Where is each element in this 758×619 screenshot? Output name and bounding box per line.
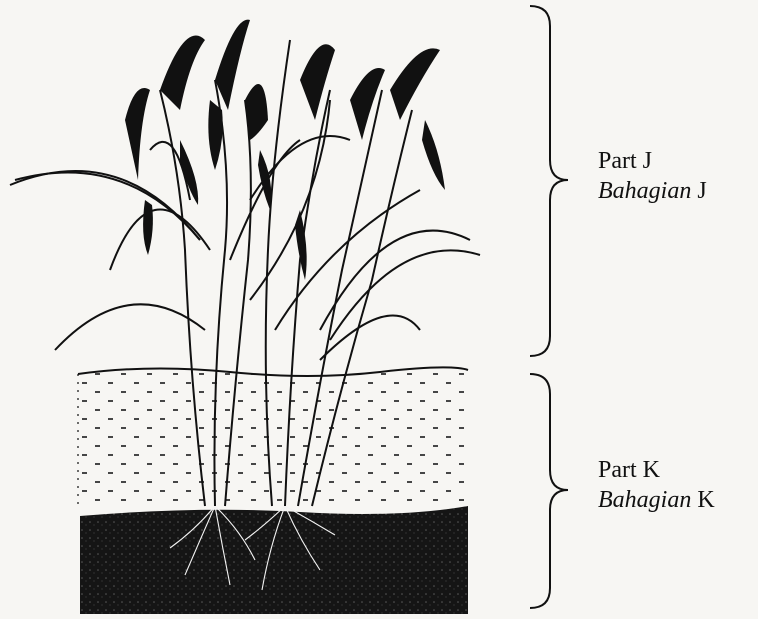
plant-leaves <box>10 100 480 360</box>
part-j-label: Part J Bahagian J <box>598 146 707 206</box>
bracket-part-j <box>530 6 568 356</box>
part-j-malay: Bahagian J <box>598 176 707 206</box>
water-layer <box>78 367 468 506</box>
bracket-part-k <box>530 374 568 608</box>
part-j-malay-letter: J <box>691 178 706 204</box>
part-k-malay-word: Bahagian <box>598 487 691 513</box>
part-k-label: Part K Bahagian K <box>598 455 715 515</box>
part-k-english: Part K <box>598 455 715 485</box>
part-j-english: Part J <box>598 146 707 176</box>
part-k-malay: Bahagian K <box>598 485 715 515</box>
part-k-malay-letter: K <box>691 487 714 513</box>
part-j-malay-word: Bahagian <box>598 178 691 204</box>
soil-layer <box>80 506 468 614</box>
